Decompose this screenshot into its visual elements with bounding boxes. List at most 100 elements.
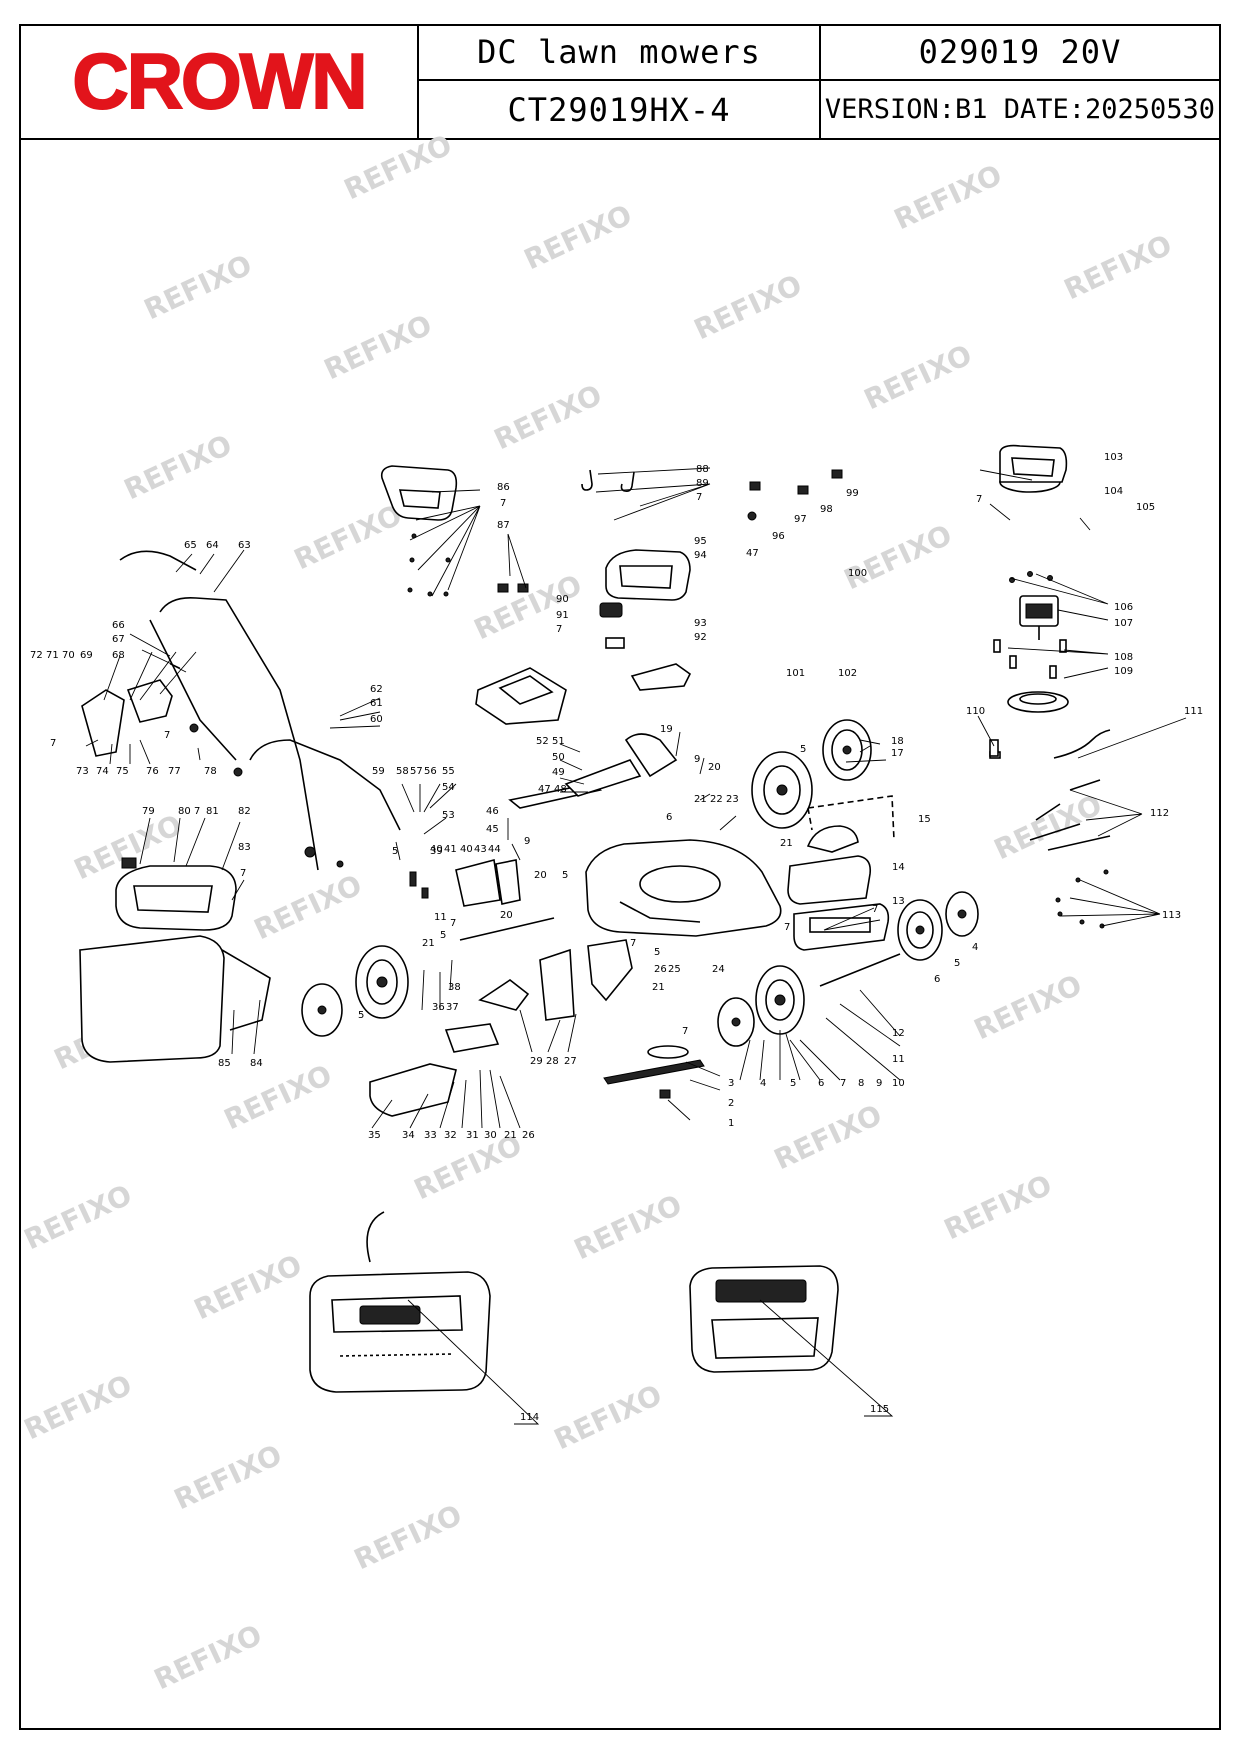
watermark: REFIXO <box>139 248 257 326</box>
leader-114 <box>407 1299 540 1425</box>
label-64: 64 <box>206 540 219 551</box>
label-109: 109 <box>1114 666 1133 677</box>
label-63: 63 <box>238 540 251 551</box>
label-17: 17 <box>891 748 904 759</box>
label-5: 5 <box>358 1010 364 1021</box>
label-7: 7 <box>500 498 506 509</box>
label-40b: 40 <box>460 844 473 855</box>
label-5: 5 <box>790 1078 796 1089</box>
label-7: 7 <box>872 904 878 915</box>
label-44: 44 <box>488 844 501 855</box>
watermark: REFIXO <box>249 868 367 946</box>
label-91: 91 <box>556 610 569 621</box>
label-40: 40 <box>430 844 443 855</box>
label-7: 7 <box>840 1078 846 1089</box>
label-99: 99 <box>846 488 859 499</box>
label-4: 4 <box>972 942 978 953</box>
watermark: REFIXO <box>19 1178 137 1256</box>
label-26: 26 <box>654 964 667 975</box>
label-9: 9 <box>876 1078 882 1089</box>
label-53: 53 <box>442 810 455 821</box>
watermark: REFIXO <box>969 968 1087 1046</box>
label-69: 69 <box>80 650 93 661</box>
label-46: 46 <box>486 806 499 817</box>
label-11: 11 <box>434 912 447 923</box>
watermark: REFIXO <box>349 1498 467 1576</box>
motor-part <box>1019 595 1059 640</box>
height-adjuster-part <box>455 858 555 941</box>
label-100: 100 <box>848 568 867 579</box>
label-50: 50 <box>552 752 565 763</box>
label-92: 92 <box>694 632 707 643</box>
label-30: 30 <box>484 1130 497 1141</box>
label-82: 82 <box>238 806 251 817</box>
watermark: REFIXO <box>219 1058 337 1136</box>
logo-cell: CROWN <box>19 24 419 138</box>
wheel-rear-right-hub <box>945 891 979 937</box>
label-105: 105 <box>1136 502 1155 513</box>
label-47: 47 <box>746 548 759 559</box>
version-date: VERSION:B1 DATE:20250530 <box>824 94 1216 125</box>
label-6: 6 <box>934 974 940 985</box>
label-39: 39 <box>430 846 443 857</box>
label-72: 72 <box>30 650 43 661</box>
label-48: 48 <box>554 784 567 795</box>
label-80: 80 <box>178 806 191 817</box>
label-97: 97 <box>794 514 807 525</box>
label-104: 104 <box>1104 486 1123 497</box>
label-114: 114 <box>520 1412 539 1423</box>
wheel-front-right-tire <box>751 751 813 829</box>
cable-part <box>1053 729 1111 759</box>
small-fasteners <box>121 469 1111 929</box>
label-59: 59 <box>372 766 385 777</box>
label-55: 55 <box>442 766 455 777</box>
label-111: 111 <box>1184 706 1203 717</box>
label-2: 2 <box>728 1098 734 1109</box>
leader-lines <box>85 467 1187 1129</box>
label-106: 106 <box>1114 602 1133 613</box>
side-plug-part <box>587 939 633 1002</box>
label-47: 47 <box>538 784 551 795</box>
label-41: 41 <box>444 844 457 855</box>
label-15: 15 <box>918 814 931 825</box>
bracket-part <box>508 733 678 809</box>
label-36: 36 <box>432 1002 445 1013</box>
watermark: REFIXO <box>549 1378 667 1456</box>
label-7: 7 <box>696 492 702 503</box>
label-7: 7 <box>164 730 170 741</box>
watermark: REFIXO <box>339 128 457 206</box>
label-86: 86 <box>497 482 510 493</box>
watermark: REFIXO <box>189 1248 307 1326</box>
label-79: 79 <box>142 806 155 817</box>
label-7: 7 <box>450 918 456 929</box>
label-84: 84 <box>250 1058 263 1069</box>
label-60: 60 <box>370 714 383 725</box>
watermark: REFIXO <box>519 198 637 276</box>
axle-part <box>819 953 901 987</box>
label-115: 115 <box>870 1404 889 1415</box>
grass-bag-frame-part <box>115 865 237 931</box>
label-67: 67 <box>112 634 125 645</box>
label-5: 5 <box>440 930 446 941</box>
label-54: 54 <box>442 782 455 793</box>
wheel-front-right <box>822 719 872 781</box>
watermark: REFIXO <box>859 338 977 416</box>
label-98: 98 <box>820 504 833 515</box>
watermark: REFIXO <box>119 428 237 506</box>
wheel-front-left-hub <box>717 997 755 1047</box>
label-93: 93 <box>694 618 707 629</box>
label-87: 87 <box>497 520 510 531</box>
deflector-part <box>478 979 530 1011</box>
label-25: 25 <box>668 964 681 975</box>
label-21: 21 <box>422 938 435 949</box>
watermark: REFIXO <box>939 1168 1057 1246</box>
watermark: REFIXO <box>989 788 1107 866</box>
label-33: 33 <box>424 1130 437 1141</box>
label-26: 26 <box>522 1130 535 1141</box>
product-type: DC lawn mowers <box>419 24 821 81</box>
label-10: 10 <box>892 1078 905 1089</box>
label-65: 65 <box>184 540 197 551</box>
label-20: 20 <box>500 910 513 921</box>
wheel-rear-right <box>897 899 943 961</box>
watermark: REFIXO <box>289 498 407 576</box>
